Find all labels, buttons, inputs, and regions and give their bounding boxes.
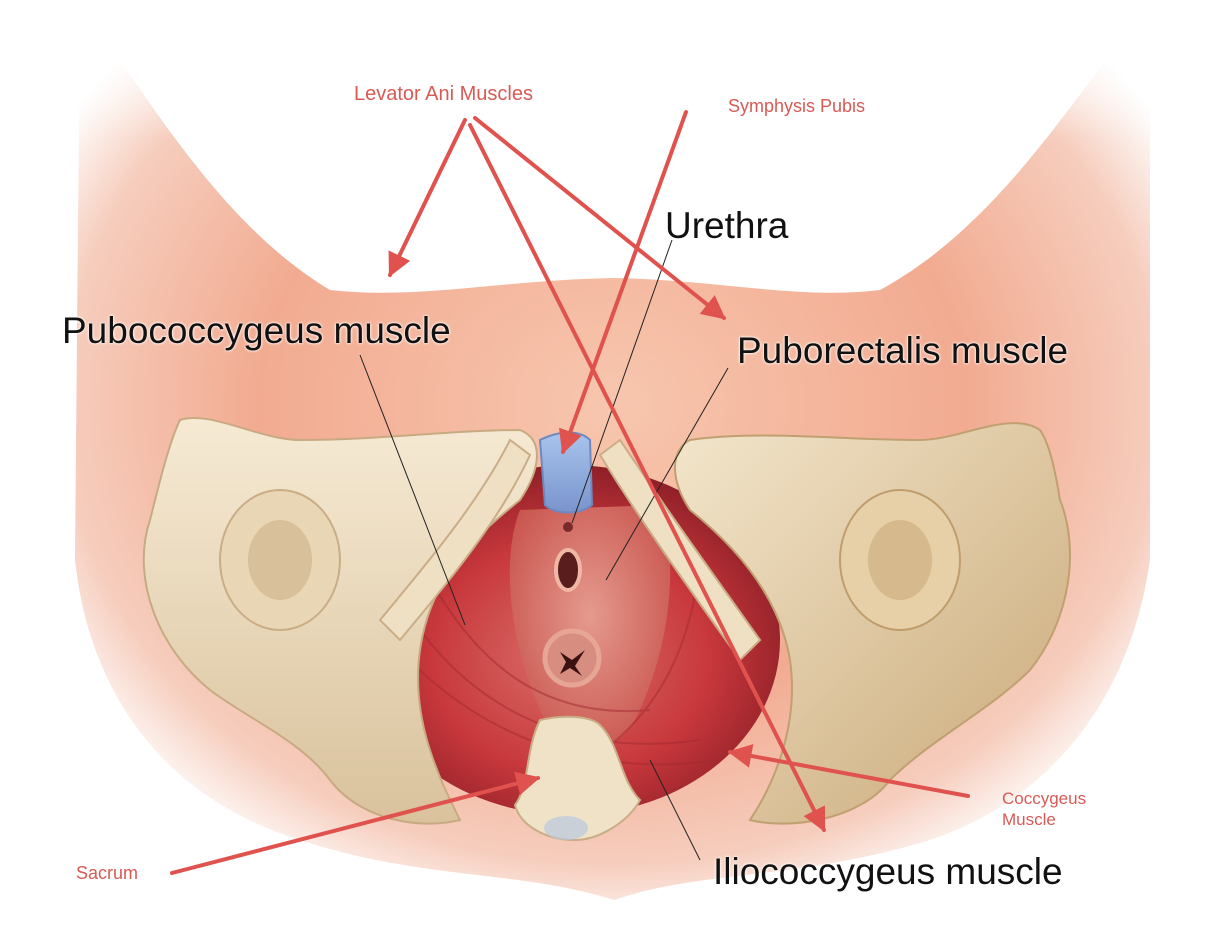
anal-opening bbox=[542, 628, 602, 688]
arrow-symphysis bbox=[559, 110, 688, 455]
label-symphysis-pubis: Symphysis Pubis bbox=[728, 96, 866, 116]
arrow-levator-down bbox=[468, 123, 826, 833]
sacrum-bone bbox=[513, 715, 642, 842]
label-iliococcygeus: Iliococcygeus muscle bbox=[713, 851, 1063, 892]
label-urethra: Urethra bbox=[665, 205, 789, 246]
label-coccygeus-line1: Coccygeus bbox=[1002, 789, 1087, 808]
arrow-coccygeus bbox=[727, 744, 970, 798]
label-sacrum: Sacrum bbox=[76, 863, 139, 883]
label-pubococcygeus: Pubococcygeus muscle bbox=[62, 310, 451, 351]
label-coccygeus: Coccygeus Muscle bbox=[1002, 788, 1086, 831]
arrow-levator-right bbox=[473, 116, 726, 320]
vaginal-opening bbox=[554, 548, 582, 592]
label-puborectalis: Puborectalis muscle bbox=[737, 330, 1069, 371]
urethra-opening bbox=[563, 522, 573, 532]
arrow-sacrum bbox=[170, 771, 541, 875]
levator-center bbox=[509, 505, 671, 750]
left-pubic-ramus bbox=[378, 438, 532, 642]
arrow-levator-left bbox=[388, 118, 467, 278]
label-levator-ani: Levator Ani Muscles bbox=[354, 83, 533, 105]
label-coccygeus-line2: Muscle bbox=[1002, 810, 1056, 830]
